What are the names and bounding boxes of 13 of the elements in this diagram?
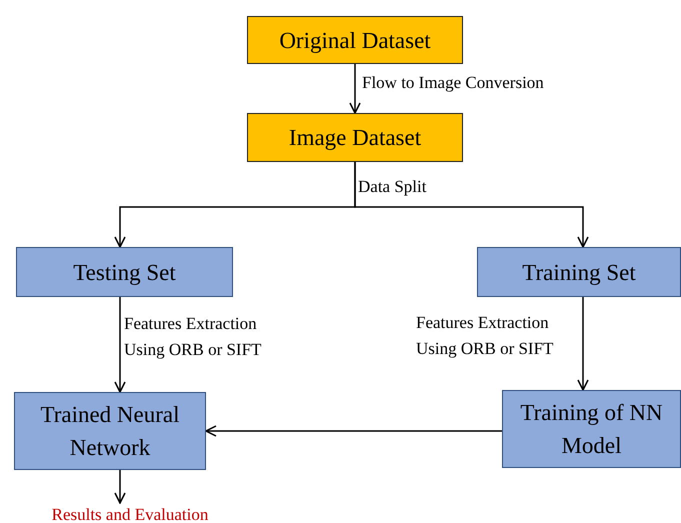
process-box: Image Dataset — [247, 113, 463, 162]
arrow — [114, 470, 126, 504]
arrow — [354, 162, 589, 248]
arrow — [205, 425, 502, 437]
process-box: Testing Set — [16, 247, 233, 297]
process-box: Training of NN Model — [502, 390, 681, 468]
arrow — [577, 297, 589, 391]
arrow — [349, 64, 361, 114]
process-box: Training Set — [477, 247, 681, 297]
result-text: Results and Evaluation — [30, 503, 230, 523]
process-box: Original Dataset — [247, 16, 463, 64]
arrow — [114, 297, 126, 393]
process-box: Trained Neural Network — [14, 392, 206, 470]
